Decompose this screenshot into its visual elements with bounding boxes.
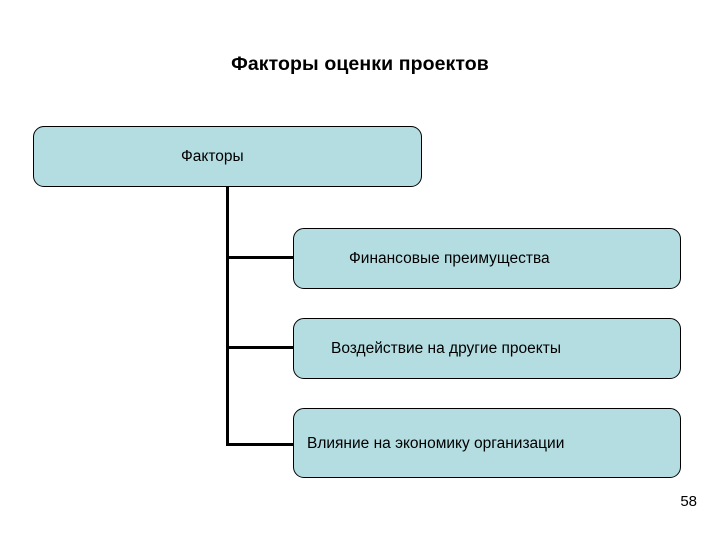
diagram-node-financial-benefits[interactable]: Финансовые преимущества (293, 228, 681, 289)
connector-branch-3 (226, 443, 295, 446)
diagram-node-label: Финансовые преимущества (349, 250, 550, 267)
connector-branch-2 (226, 346, 295, 349)
diagram-node-root-label: Факторы (181, 148, 244, 165)
diagram-node-impact-on-other-projects[interactable]: Воздействие на другие проекты (293, 318, 681, 379)
diagram-node-root[interactable]: Факторы (33, 126, 422, 187)
diagram-node-label: Воздействие на другие проекты (331, 340, 561, 357)
connector-trunk-vertical (226, 186, 229, 446)
diagram-node-label: Влияние на экономику организации (307, 434, 565, 452)
diagram-node-impact-on-organization-economy[interactable]: Влияние на экономику организации (293, 408, 681, 478)
page-title: Факторы оценки проектов (231, 53, 489, 75)
connector-branch-1 (226, 256, 295, 259)
page-number: 58 (680, 493, 697, 510)
